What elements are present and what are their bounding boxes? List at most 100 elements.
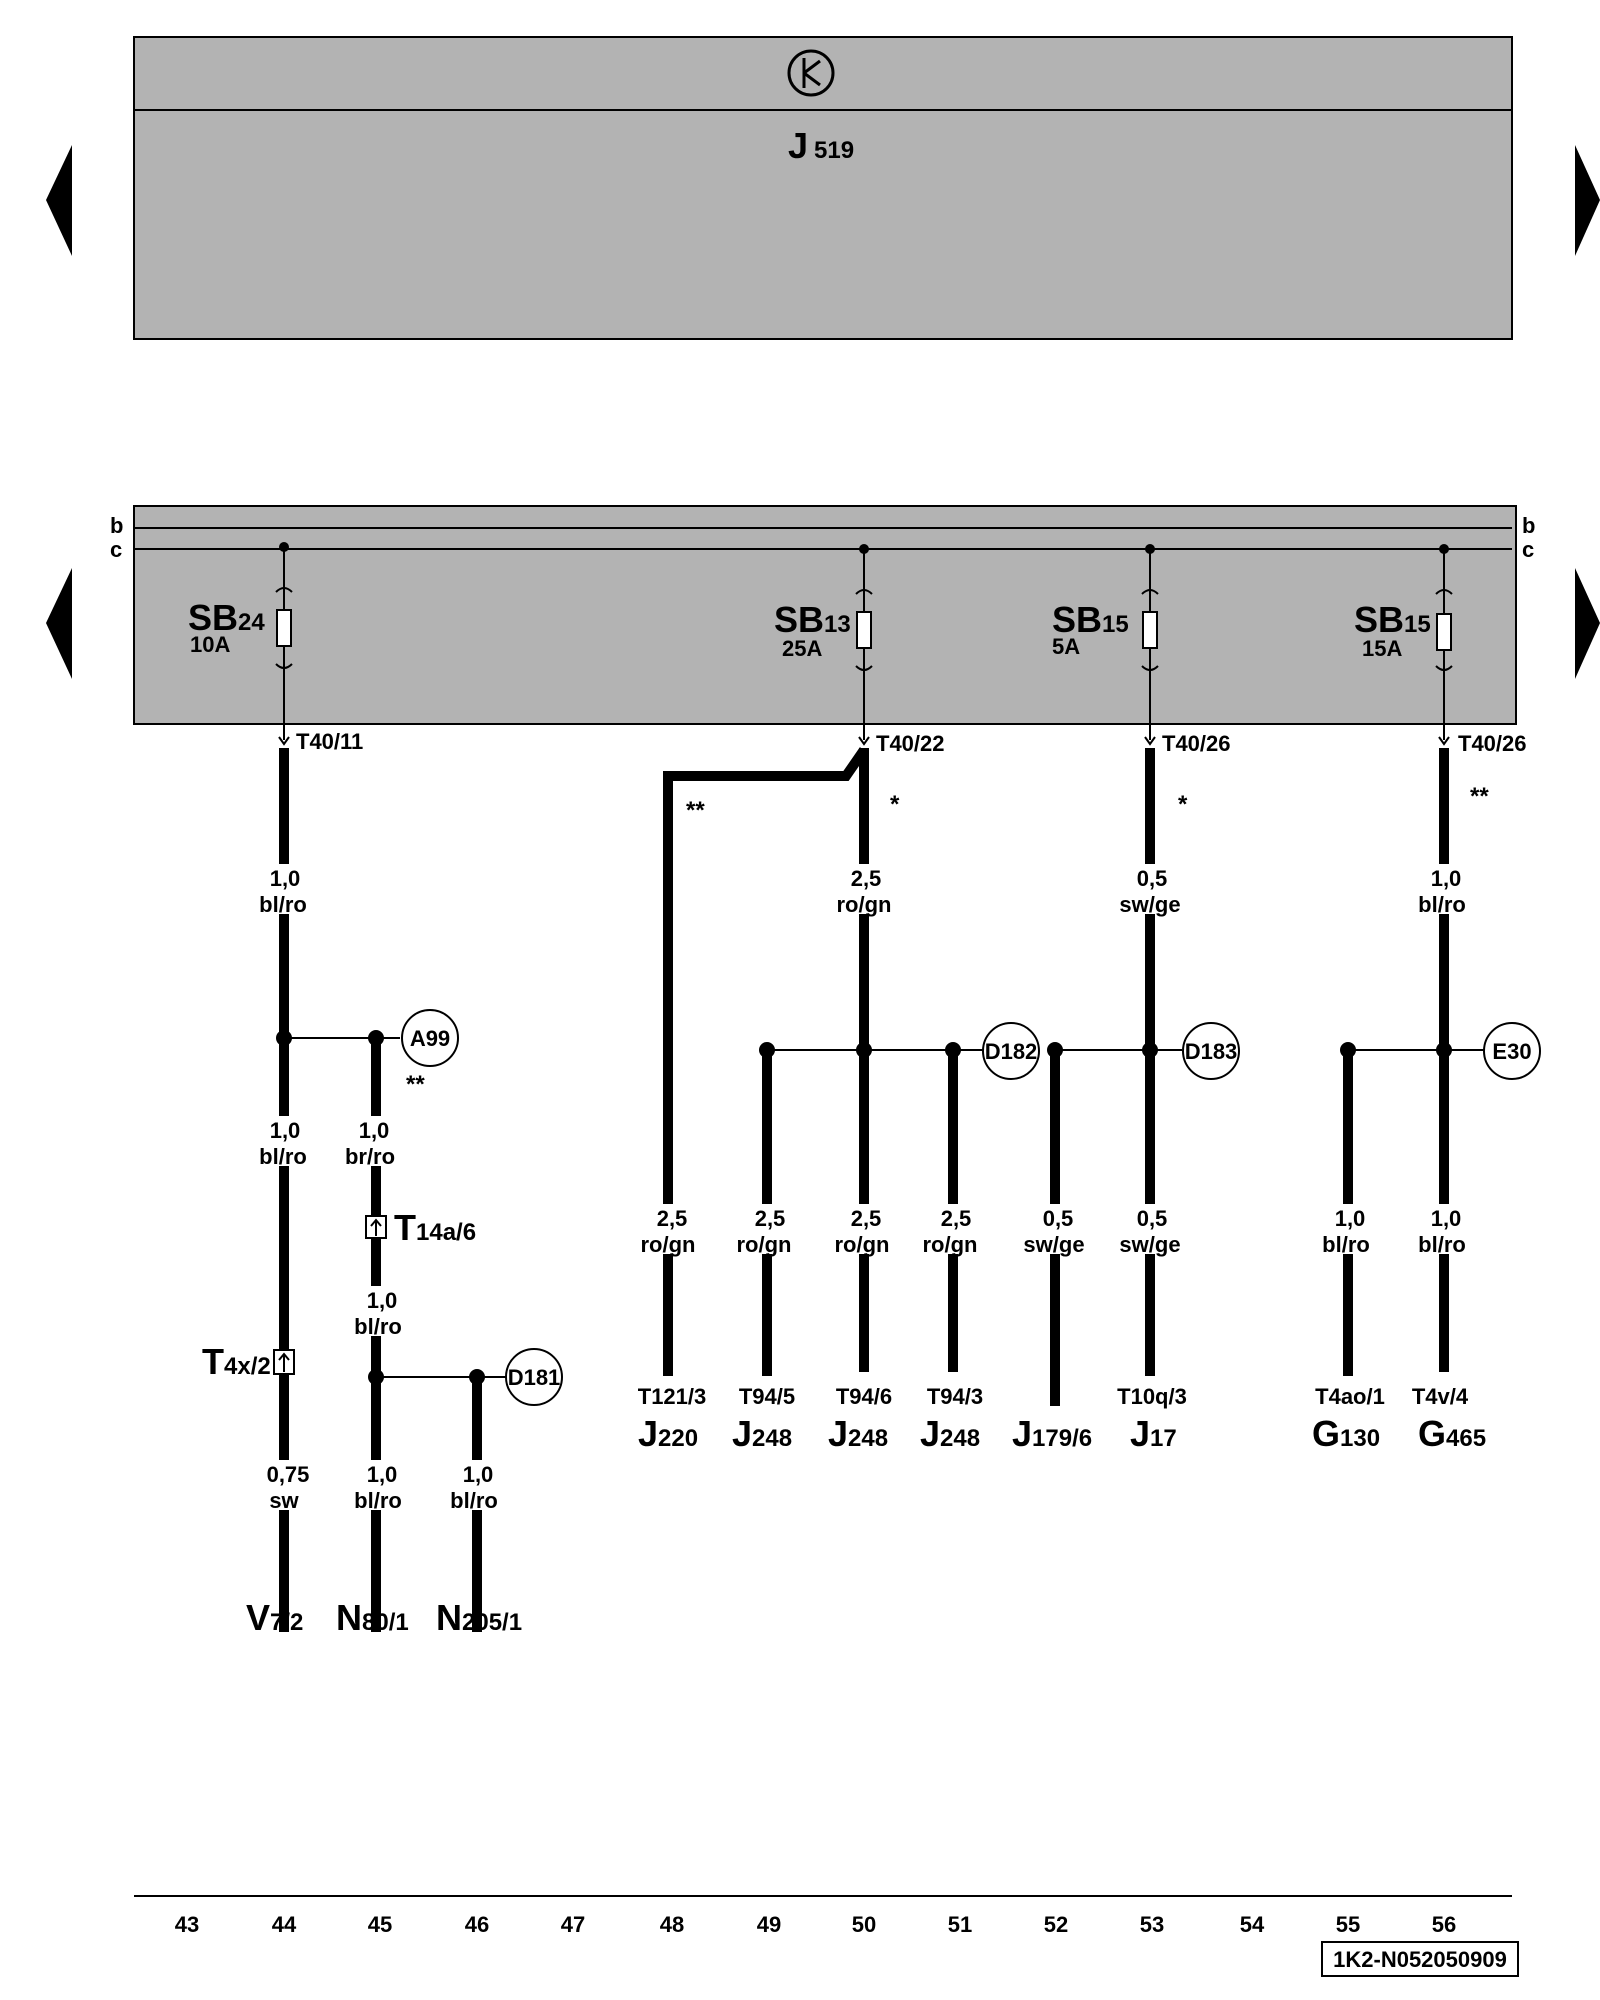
left-arrow-icon[interactable] <box>46 568 72 679</box>
right-arrow-icon[interactable] <box>1575 568 1600 679</box>
svg-text:bl/ro: bl/ro <box>354 1488 402 1513</box>
svg-text:52: 52 <box>1044 1912 1068 1937</box>
svg-text:1,0: 1,0 <box>1335 1206 1366 1231</box>
svg-text:ro/gn: ro/gn <box>737 1232 792 1257</box>
junction-dot <box>945 1042 961 1058</box>
junction-dot <box>276 1030 292 1046</box>
svg-text:46: 46 <box>465 1912 489 1937</box>
junction-dot <box>759 1042 775 1058</box>
svg-text:54: 54 <box>1240 1912 1265 1937</box>
svg-text:1,0: 1,0 <box>463 1462 494 1487</box>
svg-text:bl/ro: bl/ro <box>354 1314 402 1339</box>
svg-text:bl/ro: bl/ro <box>259 1144 307 1169</box>
fuse-sb24-label: SB24 <box>188 597 265 638</box>
wire-label: 1,0bl/ro <box>346 1460 406 1513</box>
wire-label: 2,5ro/gn <box>729 1204 805 1257</box>
svg-text:2,5: 2,5 <box>755 1206 786 1231</box>
terminal-t94-5: T94/5 <box>739 1384 795 1409</box>
fuse-sb15-15a-terminal: T40/26 <box>1458 731 1527 756</box>
node-d182: D182 <box>982 1022 1040 1080</box>
wire-label: 0,5sw/ge <box>1112 1204 1188 1257</box>
star-marker: * <box>890 791 900 818</box>
svg-text:bl/ro: bl/ro <box>1418 892 1466 917</box>
svg-text:45: 45 <box>368 1912 392 1937</box>
wire-label: 0,5sw/ge <box>1112 864 1188 917</box>
wire-label: 1,0br/ro <box>345 1116 406 1169</box>
fuse-sb24-rating: 10A <box>190 632 230 657</box>
wire-label: 1,0bl/ro <box>1414 1204 1474 1257</box>
component-g465: G465 <box>1418 1413 1486 1454</box>
svg-text:E30: E30 <box>1492 1039 1531 1064</box>
svg-text:44: 44 <box>272 1912 297 1937</box>
terminal-t94-6: T94/6 <box>836 1384 892 1409</box>
star-marker: * <box>1178 791 1188 818</box>
svg-text:bl/ro: bl/ro <box>1418 1232 1466 1257</box>
svg-text:ro/gn: ro/gn <box>837 892 892 917</box>
fuse-sb24 <box>275 542 293 746</box>
wire-label: 1,0bl/ro <box>254 1116 314 1169</box>
svg-text:sw/ge: sw/ge <box>1119 1232 1180 1257</box>
fuse-sb15-15a-rating: 15A <box>1362 636 1402 661</box>
star-marker: ** <box>406 1071 425 1098</box>
junction-dot <box>368 1369 384 1385</box>
svg-text:2,5: 2,5 <box>941 1206 972 1231</box>
component-g130: G130 <box>1312 1413 1380 1454</box>
bus-label-b-right: b <box>1522 513 1535 538</box>
svg-text:1,0: 1,0 <box>367 1288 398 1313</box>
fuse-sb13-terminal: T40/22 <box>876 731 945 756</box>
wire-label: 2,5ro/gn <box>630 1204 706 1257</box>
fuse-sb15-5a-rating: 5A <box>1052 634 1080 659</box>
svg-text:0,5: 0,5 <box>1137 1206 1168 1231</box>
component-n205-1: N205/1 <box>436 1597 522 1638</box>
svg-text:sw: sw <box>269 1488 299 1513</box>
svg-text:D182: D182 <box>985 1039 1038 1064</box>
right-arrow-icon[interactable] <box>1575 145 1600 256</box>
svg-text:1,0: 1,0 <box>270 866 301 891</box>
svg-text:1,0: 1,0 <box>367 1462 398 1487</box>
wire-label: 1,0bl/ro <box>254 864 314 917</box>
svg-text:br/ro: br/ro <box>345 1144 395 1169</box>
svg-text:49: 49 <box>757 1912 781 1937</box>
junction-dot <box>469 1369 485 1385</box>
wire-label: 1,0bl/ro <box>446 1460 506 1513</box>
fuse-sb13-rating: 25A <box>782 636 822 661</box>
svg-text:bl/ro: bl/ro <box>450 1488 498 1513</box>
component-j17: J17 <box>1130 1413 1177 1454</box>
connector-t4x2-label: T4x/2 <box>202 1341 271 1382</box>
bus-label-c-left: c <box>110 537 122 562</box>
svg-text:1,0: 1,0 <box>359 1118 390 1143</box>
component-j248-a: J248 <box>732 1413 792 1454</box>
svg-text:D181: D181 <box>508 1365 561 1390</box>
footer-code: 1K2-N052050909 <box>1333 1947 1507 1972</box>
bus-label-b-left: b <box>110 513 123 538</box>
svg-text:ro/gn: ro/gn <box>923 1232 978 1257</box>
star-marker: ** <box>1470 783 1489 810</box>
fuse-sb13-label: SB13 <box>774 599 851 640</box>
junction-dot <box>856 1042 872 1058</box>
svg-text:51: 51 <box>948 1912 972 1937</box>
bus-label-c-right: c <box>1522 537 1534 562</box>
svg-text:47: 47 <box>561 1912 585 1937</box>
svg-text:0,5: 0,5 <box>1137 866 1168 891</box>
svg-text:0,75: 0,75 <box>267 1462 310 1487</box>
node-d183: D183 <box>1182 1022 1240 1080</box>
wire-label: 1,0bl/ro <box>1414 864 1474 917</box>
svg-text:2,5: 2,5 <box>851 1206 882 1231</box>
terminal-t10q-3: T10q/3 <box>1117 1384 1187 1409</box>
node-e30: E30 <box>1483 1022 1541 1080</box>
svg-text:D183: D183 <box>1185 1039 1238 1064</box>
fuse-sb15-5a-label: SB15 <box>1052 599 1129 640</box>
terminal-t4v-4: T4v/4 <box>1412 1384 1469 1409</box>
svg-text:56: 56 <box>1432 1912 1456 1937</box>
module-j519 <box>133 36 1513 340</box>
svg-text:48: 48 <box>660 1912 684 1937</box>
component-j220: J220 <box>638 1413 698 1454</box>
terminal-t94-3: T94/3 <box>927 1384 983 1409</box>
svg-text:53: 53 <box>1140 1912 1164 1937</box>
node-a99: A99 <box>401 1009 459 1067</box>
svg-text:1,0: 1,0 <box>270 1118 301 1143</box>
left-arrow-icon[interactable] <box>46 145 72 256</box>
fuse-box-module <box>133 505 1517 725</box>
